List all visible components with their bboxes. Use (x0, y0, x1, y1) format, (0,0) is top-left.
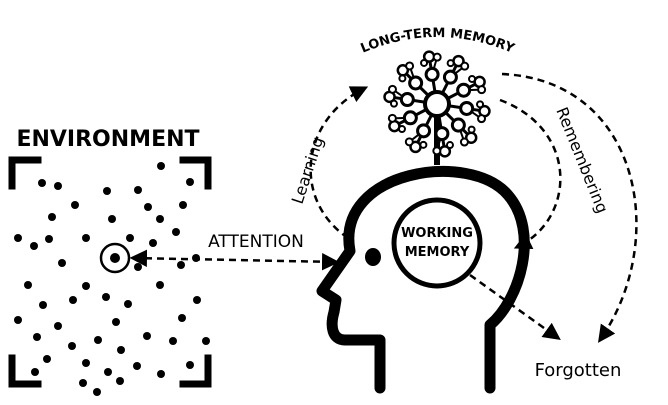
stimulus-dot (156, 281, 164, 289)
learning-arrow (309, 86, 369, 240)
long-term-memory-title: LONG-TERM MEMORY (359, 26, 517, 57)
stimulus-dot (82, 359, 90, 367)
stimulus-dot (133, 362, 141, 370)
stimulus-dot (31, 368, 39, 376)
stimulus-dot (143, 332, 151, 340)
stimulus-dot (54, 182, 62, 190)
stimulus-dot (102, 293, 110, 301)
forgotten-label: Forgotten (535, 360, 622, 381)
stimulus-dot (79, 379, 87, 387)
stimulus-dot (69, 296, 77, 304)
stimulus-dot (104, 368, 112, 376)
stimulus-dot (45, 235, 53, 243)
stimulus-dot (179, 201, 187, 209)
stimulus-dot (202, 337, 210, 345)
stimulus-dot (134, 186, 142, 194)
remembering-arrow (499, 98, 562, 250)
stimulus-dot (157, 370, 165, 378)
working-memory-label-line1: WORKING (401, 226, 473, 241)
stimulus-dot (33, 333, 41, 341)
stimulus-dot (14, 234, 22, 242)
stimulus-dot (144, 203, 152, 211)
stimulus-dot (58, 259, 66, 267)
wm-forgotten-arrow (469, 273, 561, 341)
long-term-memory-icon (383, 50, 491, 158)
stimulus-dot (93, 388, 101, 396)
ltm-forgotten-arrow (501, 72, 638, 343)
stimulus-dot (48, 213, 56, 221)
stimulus-dot (134, 263, 142, 271)
environment-stimuli (14, 162, 210, 396)
stimulus-dot (82, 282, 90, 290)
working-memory-circle (391, 197, 483, 289)
environment-title: ENVIRONMENT (16, 127, 199, 152)
stimulus-dot (14, 316, 22, 324)
stimulus-dot (169, 337, 177, 345)
stimulus-dot (116, 377, 124, 385)
head-icon (316, 165, 530, 394)
stimulus-dot (193, 296, 201, 304)
stimulus-dot (54, 322, 62, 330)
working-memory-label-line2: MEMORY (405, 245, 470, 260)
stimulus-dot (39, 301, 47, 309)
stimulus-dot (178, 314, 186, 322)
stimulus-dot (30, 242, 38, 250)
attention-arrow (129, 249, 340, 271)
stimulus-dot (112, 318, 120, 326)
stimulus-dot (157, 162, 165, 170)
stimulus-dot (126, 234, 134, 242)
environment-frame (8, 156, 212, 388)
learning-label: Learning (288, 134, 328, 206)
eye-icon (365, 248, 381, 266)
stimulus-dot (24, 281, 32, 289)
stimulus-dot (124, 300, 132, 308)
attention-label: ATTENTION (208, 232, 304, 252)
focus-target-icon (99, 242, 131, 274)
stimulus-dot (186, 178, 194, 186)
stimulus-dot (186, 361, 194, 369)
stimulus-dot (71, 201, 79, 209)
stimulus-dot (38, 179, 46, 187)
stimulus-dot (117, 346, 125, 354)
stimulus-dot (172, 228, 180, 236)
stimulus-dot (103, 187, 111, 195)
stimulus-dot (94, 336, 102, 344)
stimulus-dot (43, 355, 51, 363)
stimulus-dot (82, 234, 90, 242)
stimulus-dot (108, 215, 116, 223)
stimulus-dot (177, 261, 185, 269)
stimulus-dot (156, 215, 164, 223)
stimulus-dot (149, 239, 157, 247)
stimulus-dot (68, 342, 76, 350)
